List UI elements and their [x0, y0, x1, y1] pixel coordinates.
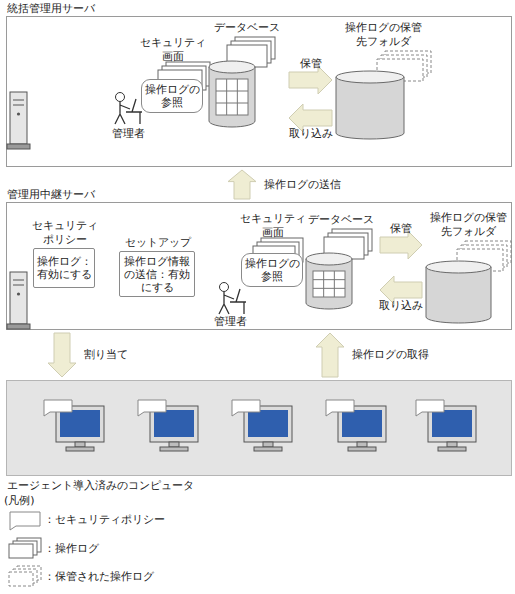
flow-arrow: [48, 333, 76, 377]
table-line: [313, 288, 345, 289]
agent-computer: [232, 400, 292, 451]
agent-computer: [138, 400, 198, 451]
node-body: 操作ログ：有効にする: [34, 255, 94, 281]
setup-box: セットアップ操作ログ情報の送信：有効にする: [119, 251, 195, 297]
table-line: [216, 91, 248, 92]
node-body: 操作ログの参照: [142, 83, 202, 109]
edge-label: 操作ログの取得: [352, 348, 429, 362]
server-band: 統括管理用サーバセキュリティ画面操作ログの参照データベース操作ログの保管先フォル…: [6, 16, 512, 167]
text-label: 管理者: [112, 127, 145, 141]
folder-symbol: [336, 51, 431, 139]
agent-computer: [44, 400, 104, 451]
table-line: [237, 79, 238, 115]
log-sheet: [9, 544, 33, 558]
node-heading: 操作ログの保管先フォルダ: [429, 211, 509, 239]
node-heading: セキュリティ画面: [138, 36, 208, 64]
admin-figure: [219, 283, 246, 315]
stored-log-sheet: [17, 566, 41, 580]
database-symbol: [209, 37, 285, 127]
band-title: エージェント導入済みのコンピュータ: [7, 479, 194, 493]
cylinder-top: [209, 61, 255, 73]
log-sheet: [17, 538, 41, 552]
table-line: [323, 271, 324, 297]
table-line: [226, 79, 227, 115]
band-title: 統括管理用サーバ: [7, 2, 95, 16]
legend-log-sample: [9, 538, 41, 558]
edge-label: 取り込み: [379, 299, 423, 313]
agent-computer: [416, 400, 476, 451]
cylinder-top: [426, 261, 491, 273]
cylinder-body: [336, 77, 404, 139]
node-body: 操作ログの参照: [242, 257, 302, 283]
agent-band: エージェント導入済みのコンピュータ: [6, 380, 512, 476]
node-heading: データベース: [207, 21, 287, 35]
edge-label: 操作ログの送信: [264, 178, 341, 192]
edge-label: 取り込み: [289, 127, 333, 141]
stored-log-sheet: [9, 572, 33, 586]
table-line: [334, 271, 335, 297]
screen-bubble: セキュリティ画面操作ログの参照: [141, 79, 203, 113]
folder-cylinder: 操作ログの保管先フォルダ: [426, 241, 511, 323]
stored-log-sheet: [13, 569, 37, 583]
flow-arrow: [289, 66, 332, 94]
legend-text: ：セキュリティポリシー: [44, 513, 165, 527]
legend-text: ：保管された操作ログ: [44, 570, 154, 584]
database-cylinder: データベース: [209, 37, 285, 127]
cylinder-top: [306, 253, 352, 265]
folder-symbol: [426, 241, 511, 323]
cylinder-top: [336, 71, 404, 83]
log-sheet: [13, 541, 37, 555]
legend-text: ：操作ログ: [44, 542, 99, 556]
legend-stored-log-sample: [9, 566, 41, 586]
server-symbol: [7, 272, 30, 329]
policy-box: セキュリティポリシー操作ログ：有効にする: [33, 248, 95, 288]
flow-arrow: [316, 333, 344, 377]
database-cylinder: データベース: [306, 229, 376, 309]
edge-label: 保管: [300, 57, 322, 71]
agent-computer: [326, 400, 386, 451]
cylinder-body: [426, 267, 491, 323]
edge-label: 保管: [390, 222, 412, 236]
admin-figure: [115, 93, 142, 125]
node-heading: データベース: [301, 213, 381, 227]
folder-cylinder: 操作ログの保管先フォルダ: [336, 51, 431, 139]
server-band: 管理用中継サーバセキュリティポリシー操作ログ：有効にするセットアップ操作ログ情報…: [6, 202, 512, 330]
table-line: [216, 103, 248, 104]
table-line: [313, 279, 345, 280]
server-symbol: [7, 92, 30, 149]
flow-arrow: [228, 170, 256, 199]
text-label: 管理者: [214, 315, 247, 329]
table-icon: [216, 79, 248, 115]
screen-bubble: セキュリティ画面操作ログの参照: [241, 253, 303, 287]
text-label: (凡例): [4, 494, 35, 508]
node-body: 操作ログ情報の送信：有効にする: [120, 255, 194, 294]
database-symbol: [306, 229, 376, 309]
table-icon: [313, 271, 345, 297]
cylinder-body: [306, 259, 352, 309]
cylinder-body: [209, 67, 255, 127]
edge-label: 割り当て: [84, 348, 128, 362]
node-heading: 操作ログの保管先フォルダ: [344, 21, 424, 49]
legend-policy-sample: [10, 512, 40, 530]
node-heading: セキュリティ画面: [238, 212, 308, 240]
flow-arrow: [380, 231, 422, 259]
band-title: 管理用中継サーバ: [7, 188, 95, 202]
node-heading: セットアップ: [118, 236, 198, 250]
node-heading: セキュリティポリシー: [30, 219, 100, 247]
